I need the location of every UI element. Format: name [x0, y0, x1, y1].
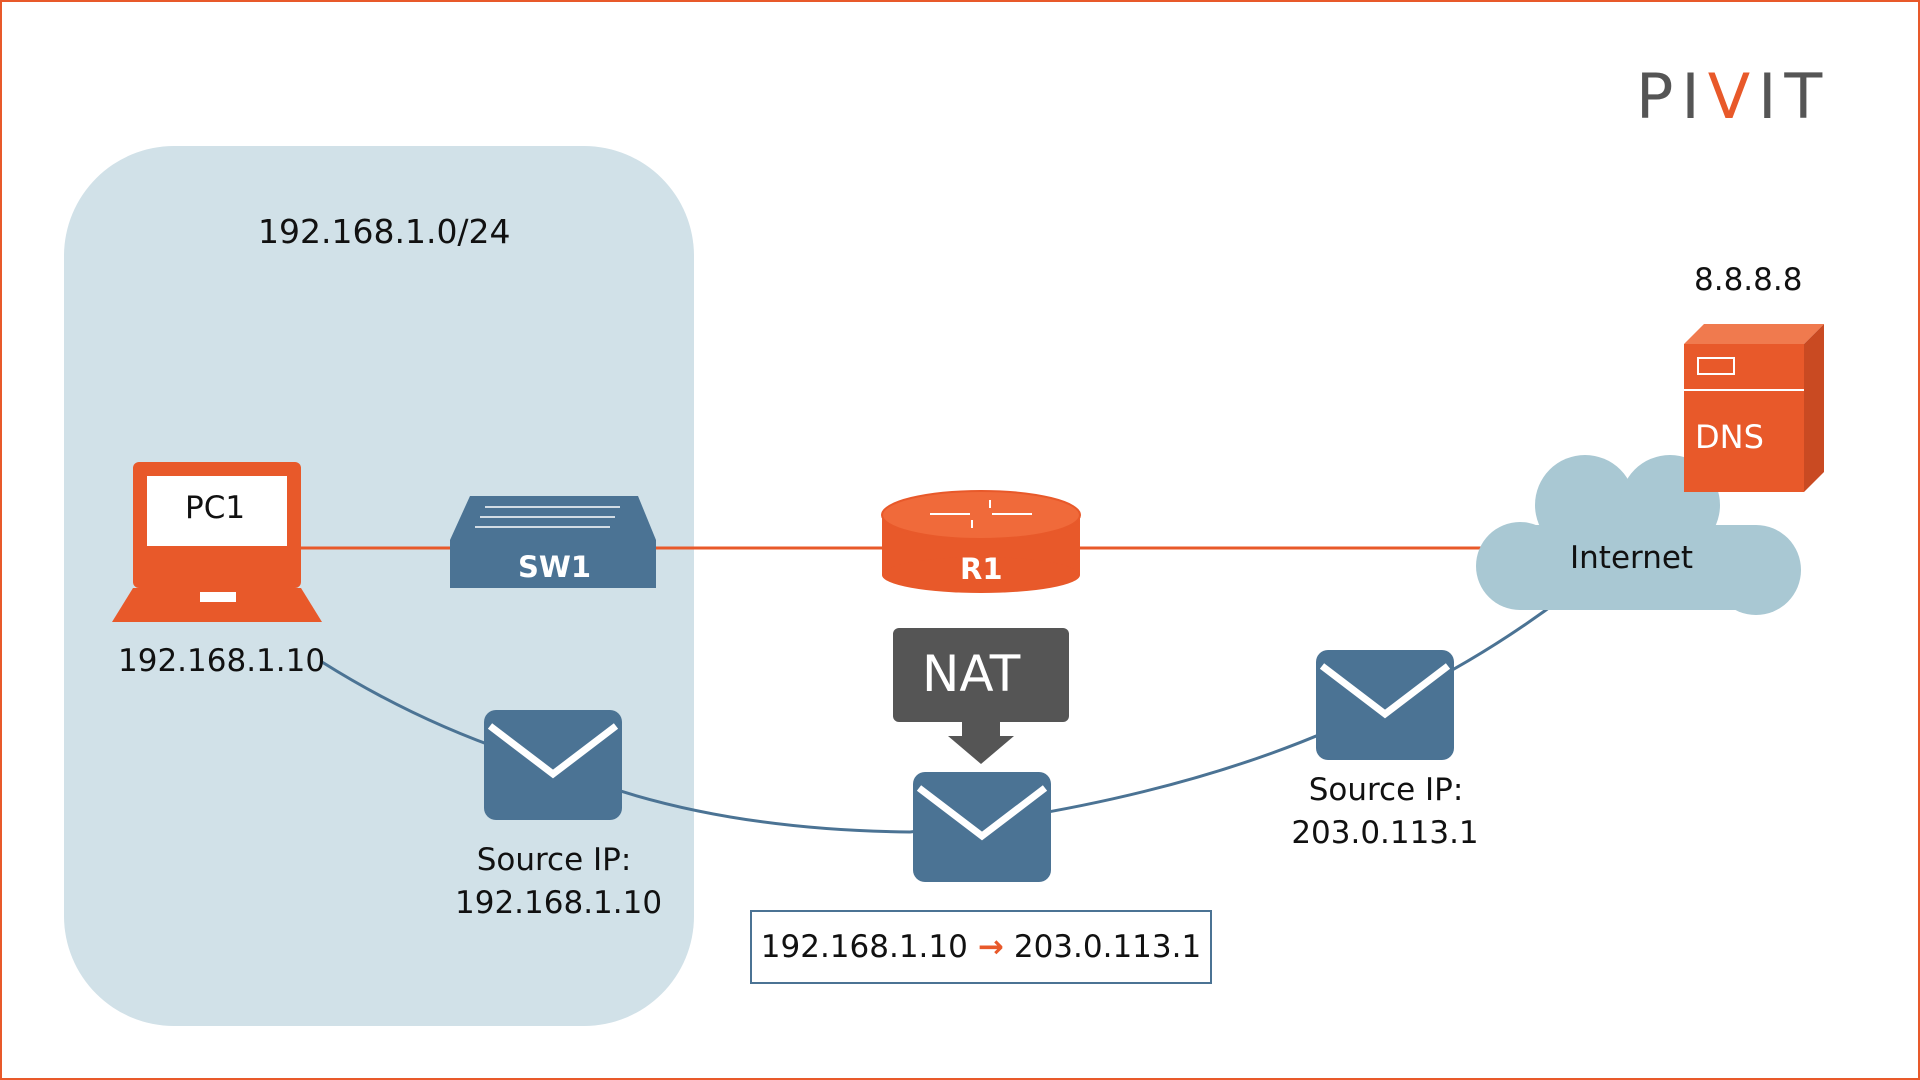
pc-label: PC1: [185, 490, 246, 526]
nat-label: NAT: [922, 645, 1021, 703]
nat-from-ip: 192.168.1.10: [760, 929, 968, 965]
packet-before-line2: 192.168.1.10: [455, 885, 663, 921]
router-icon: [881, 490, 1081, 593]
nat-callout: [893, 628, 1069, 764]
switch-label: SW1: [518, 550, 592, 584]
dns-label: DNS: [1695, 418, 1764, 456]
logo-accent: V: [1707, 60, 1759, 133]
packet-after-line1: Source IP:: [1308, 772, 1464, 808]
envelope-icon: [484, 710, 622, 820]
switch-icon: [450, 496, 656, 588]
laptop-icon: [112, 462, 322, 622]
pc-ip-label: 192.168.1.10: [118, 643, 326, 679]
subnet-label: 192.168.1.0/24: [258, 212, 511, 251]
logo-text: IT: [1758, 60, 1831, 133]
envelope-icon: [1316, 650, 1454, 760]
dns-ip-label: 8.8.8.8: [1694, 262, 1803, 298]
packet-before-line1: Source IP:: [476, 842, 632, 878]
packet-after-line2: 203.0.113.1: [1291, 815, 1479, 851]
envelope-icon: [913, 772, 1051, 882]
arrow-right-icon: →: [977, 929, 1004, 965]
nat-to-ip: 203.0.113.1: [1013, 929, 1202, 965]
nat-translation-box: 192.168.1.10 → 203.0.113.1: [750, 910, 1212, 984]
logo-text: PI: [1636, 60, 1708, 133]
dns-server-icon: [1684, 324, 1824, 492]
router-label: R1: [960, 552, 1003, 586]
pivit-logo: PIVIT: [1636, 60, 1830, 133]
internet-label: Internet: [1570, 540, 1694, 576]
